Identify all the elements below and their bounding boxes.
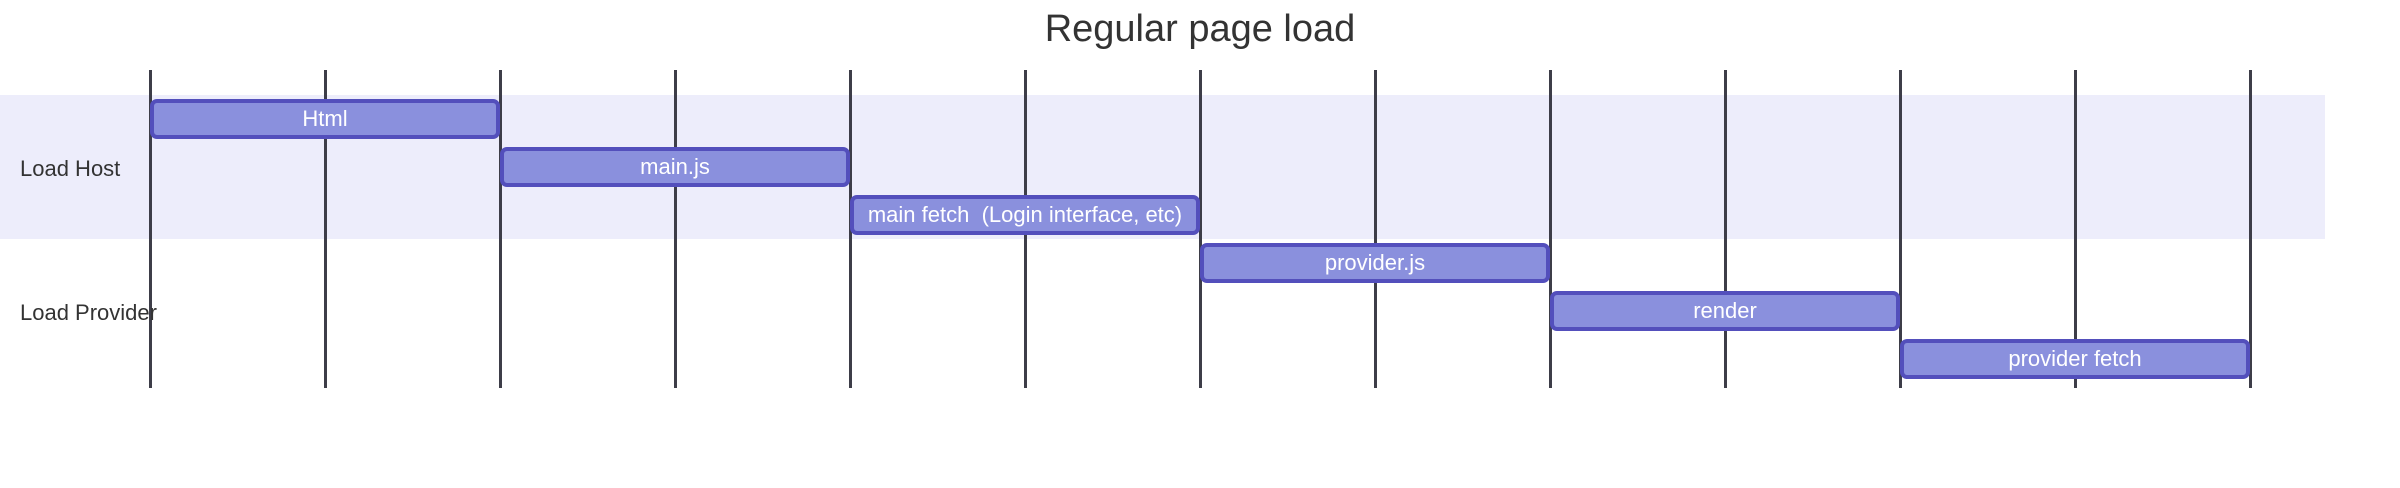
task-bar-label: provider fetch	[2008, 346, 2142, 371]
grid-line	[324, 70, 327, 388]
grid-line	[1549, 70, 1552, 388]
grid-line	[149, 70, 152, 388]
task-bar: Html	[150, 99, 500, 139]
grid-line	[499, 70, 502, 388]
grid-line	[1199, 70, 1202, 388]
task-bar-label: Html	[302, 106, 348, 131]
task-bar-label: provider.js	[1324, 250, 1426, 275]
task-bar: provider fetch	[1900, 339, 2250, 379]
task-bar: main fetch (Login interface, etc)	[850, 195, 1200, 235]
task-bar-label: main.js	[640, 154, 710, 179]
section-label-load-provider: Load Provider	[20, 300, 157, 325]
grid-line	[674, 70, 677, 388]
task-bar: provider.js	[1200, 243, 1550, 283]
grid-line	[1374, 70, 1377, 388]
chart-title: Regular page load	[1044, 8, 1356, 50]
section-label-load-host: Load Host	[20, 156, 121, 181]
grid-line	[2249, 70, 2252, 388]
task-bar-label: main fetch (Login interface, etc)	[867, 202, 1183, 227]
task-bar: render	[1550, 291, 1900, 331]
grid-line	[1724, 70, 1727, 388]
grid-line	[2074, 70, 2077, 388]
task-bar: main.js	[500, 147, 850, 187]
task-bar-label: render	[1693, 298, 1757, 323]
grid-line	[1899, 70, 1902, 388]
